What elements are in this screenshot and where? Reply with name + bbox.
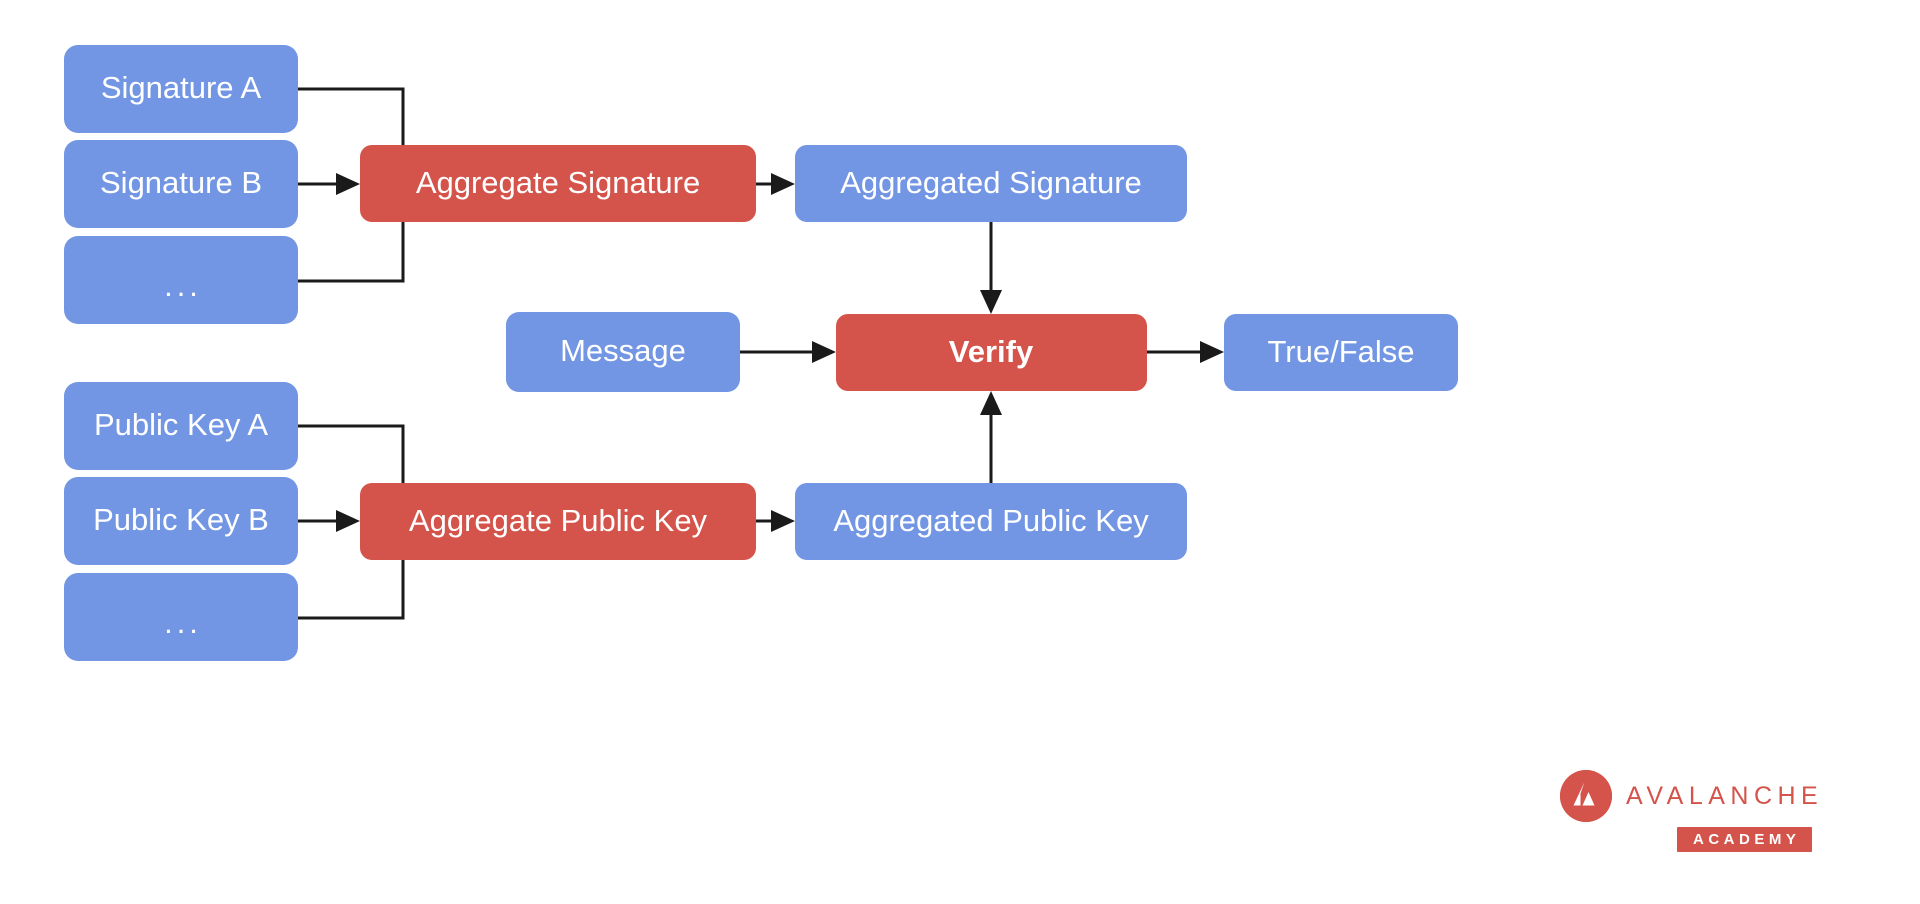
node-label: Verify: [949, 334, 1034, 369]
node-shape: [795, 145, 1187, 222]
node-verify[interactable]: Verify: [836, 314, 1147, 391]
logo-circle: [1560, 770, 1612, 822]
node-label: Public Key B: [93, 502, 269, 537]
node-label: Aggregate Public Key: [409, 503, 708, 538]
node-shape: [1224, 314, 1458, 391]
node-shape: [64, 477, 298, 565]
node-label: ...: [164, 268, 202, 303]
node-shape: [64, 45, 298, 133]
edge-aggregate-to-aggregated-publickey: [756, 510, 795, 532]
node-aggregated-signature[interactable]: Aggregated Signature: [795, 145, 1187, 222]
node-message[interactable]: Message: [506, 312, 740, 392]
brand-wordmark: AVALANCHE: [1626, 781, 1824, 810]
node-aggregate-public-key[interactable]: Aggregate Public Key: [360, 483, 756, 560]
node-label: ...: [164, 605, 202, 640]
edge-verify-to-truefalse: [1147, 341, 1224, 363]
node-label: True/False: [1267, 334, 1414, 369]
node-shape: [506, 312, 740, 392]
node-label: Public Key A: [94, 407, 268, 442]
arrowhead-verify-bottom: [980, 391, 1002, 415]
brand-row: AVALANCHE: [1560, 770, 1823, 822]
arrowhead-aggregate-publickey: [336, 510, 360, 532]
edge-message-to-verify: [740, 341, 836, 363]
node-label: Signature A: [101, 70, 262, 105]
node-label: Signature B: [100, 165, 262, 200]
arrowhead-aggregate-signature: [336, 173, 360, 195]
node-label: Aggregated Public Key: [833, 503, 1149, 538]
node-shape: [64, 236, 298, 324]
node-aggregated-public-key[interactable]: Aggregated Public Key: [795, 483, 1187, 560]
logo-peak-right: [1582, 792, 1595, 806]
node-public-key-a[interactable]: Public Key A: [64, 382, 298, 470]
arrowhead-verify-top: [980, 290, 1002, 314]
node-signature-b[interactable]: Signature B: [64, 140, 298, 228]
node-label: Message: [560, 333, 686, 368]
arrowhead-verify-left: [812, 341, 836, 363]
node-signature-a[interactable]: Signature A: [64, 45, 298, 133]
avalanche-mark-svg: [1560, 770, 1612, 822]
edge-aggregated-signature-to-verify: [980, 222, 1002, 314]
logo-peak-left: [1573, 782, 1585, 806]
brand-sub-label: ACADEMY: [1677, 827, 1813, 852]
arrowhead-truefalse: [1200, 341, 1224, 363]
node-signature-more[interactable]: ...: [64, 236, 298, 324]
node-shape: [64, 140, 298, 228]
node-shape: [836, 314, 1147, 391]
node-shape: [360, 145, 756, 222]
node-shape: [64, 573, 298, 661]
edge-aggregate-to-aggregated-signature: [756, 173, 795, 195]
node-shape: [795, 483, 1187, 560]
node-label: Aggregated Signature: [840, 165, 1142, 200]
edge-aggregated-publickey-to-verify: [980, 391, 1002, 483]
avalanche-logo-icon: [1560, 770, 1612, 822]
brand-logo: AVALANCHE ACADEMY: [1560, 770, 1890, 852]
arrowhead-aggregated-publickey: [771, 510, 795, 532]
node-public-key-more[interactable]: ...: [64, 573, 298, 661]
node-aggregate-signature[interactable]: Aggregate Signature: [360, 145, 756, 222]
node-shape: [64, 382, 298, 470]
node-label: Aggregate Signature: [416, 165, 700, 200]
node-shape: [360, 483, 756, 560]
node-true-false[interactable]: True/False: [1224, 314, 1458, 391]
node-public-key-b[interactable]: Public Key B: [64, 477, 298, 565]
arrowhead-aggregated-signature: [771, 173, 795, 195]
